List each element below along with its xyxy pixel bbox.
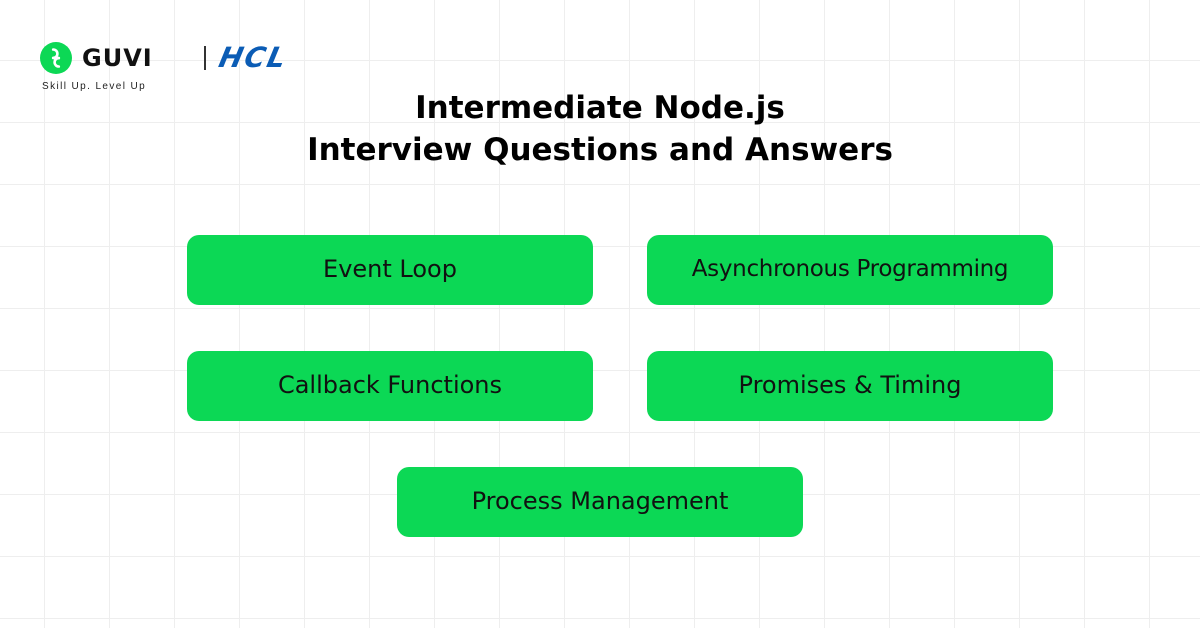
brand-tagline: Skill Up. Level Up	[42, 81, 147, 92]
title-line-2: Interview Questions and Answers	[307, 132, 893, 168]
topic-card-process-management: Process Management	[397, 467, 803, 537]
guvi-logo-icon	[40, 42, 72, 74]
topic-card-event-loop: Event Loop	[187, 235, 593, 305]
guvi-wordmark: GUVI	[82, 44, 153, 72]
topic-card-callback-functions: Callback Functions	[187, 351, 593, 421]
topic-card-asynchronous-programming: Asynchronous Programming	[647, 235, 1053, 305]
title-line-1: Intermediate Node.js	[415, 90, 785, 126]
topic-card-promises-timing: Promises & Timing	[647, 351, 1053, 421]
logo-divider	[204, 46, 206, 70]
hcl-wordmark: HCL	[216, 41, 291, 74]
page-title: Intermediate Node.js Interview Questions…	[0, 87, 1200, 171]
brand-logo: GUVI HCL Skill Up. Level Up	[40, 40, 302, 98]
